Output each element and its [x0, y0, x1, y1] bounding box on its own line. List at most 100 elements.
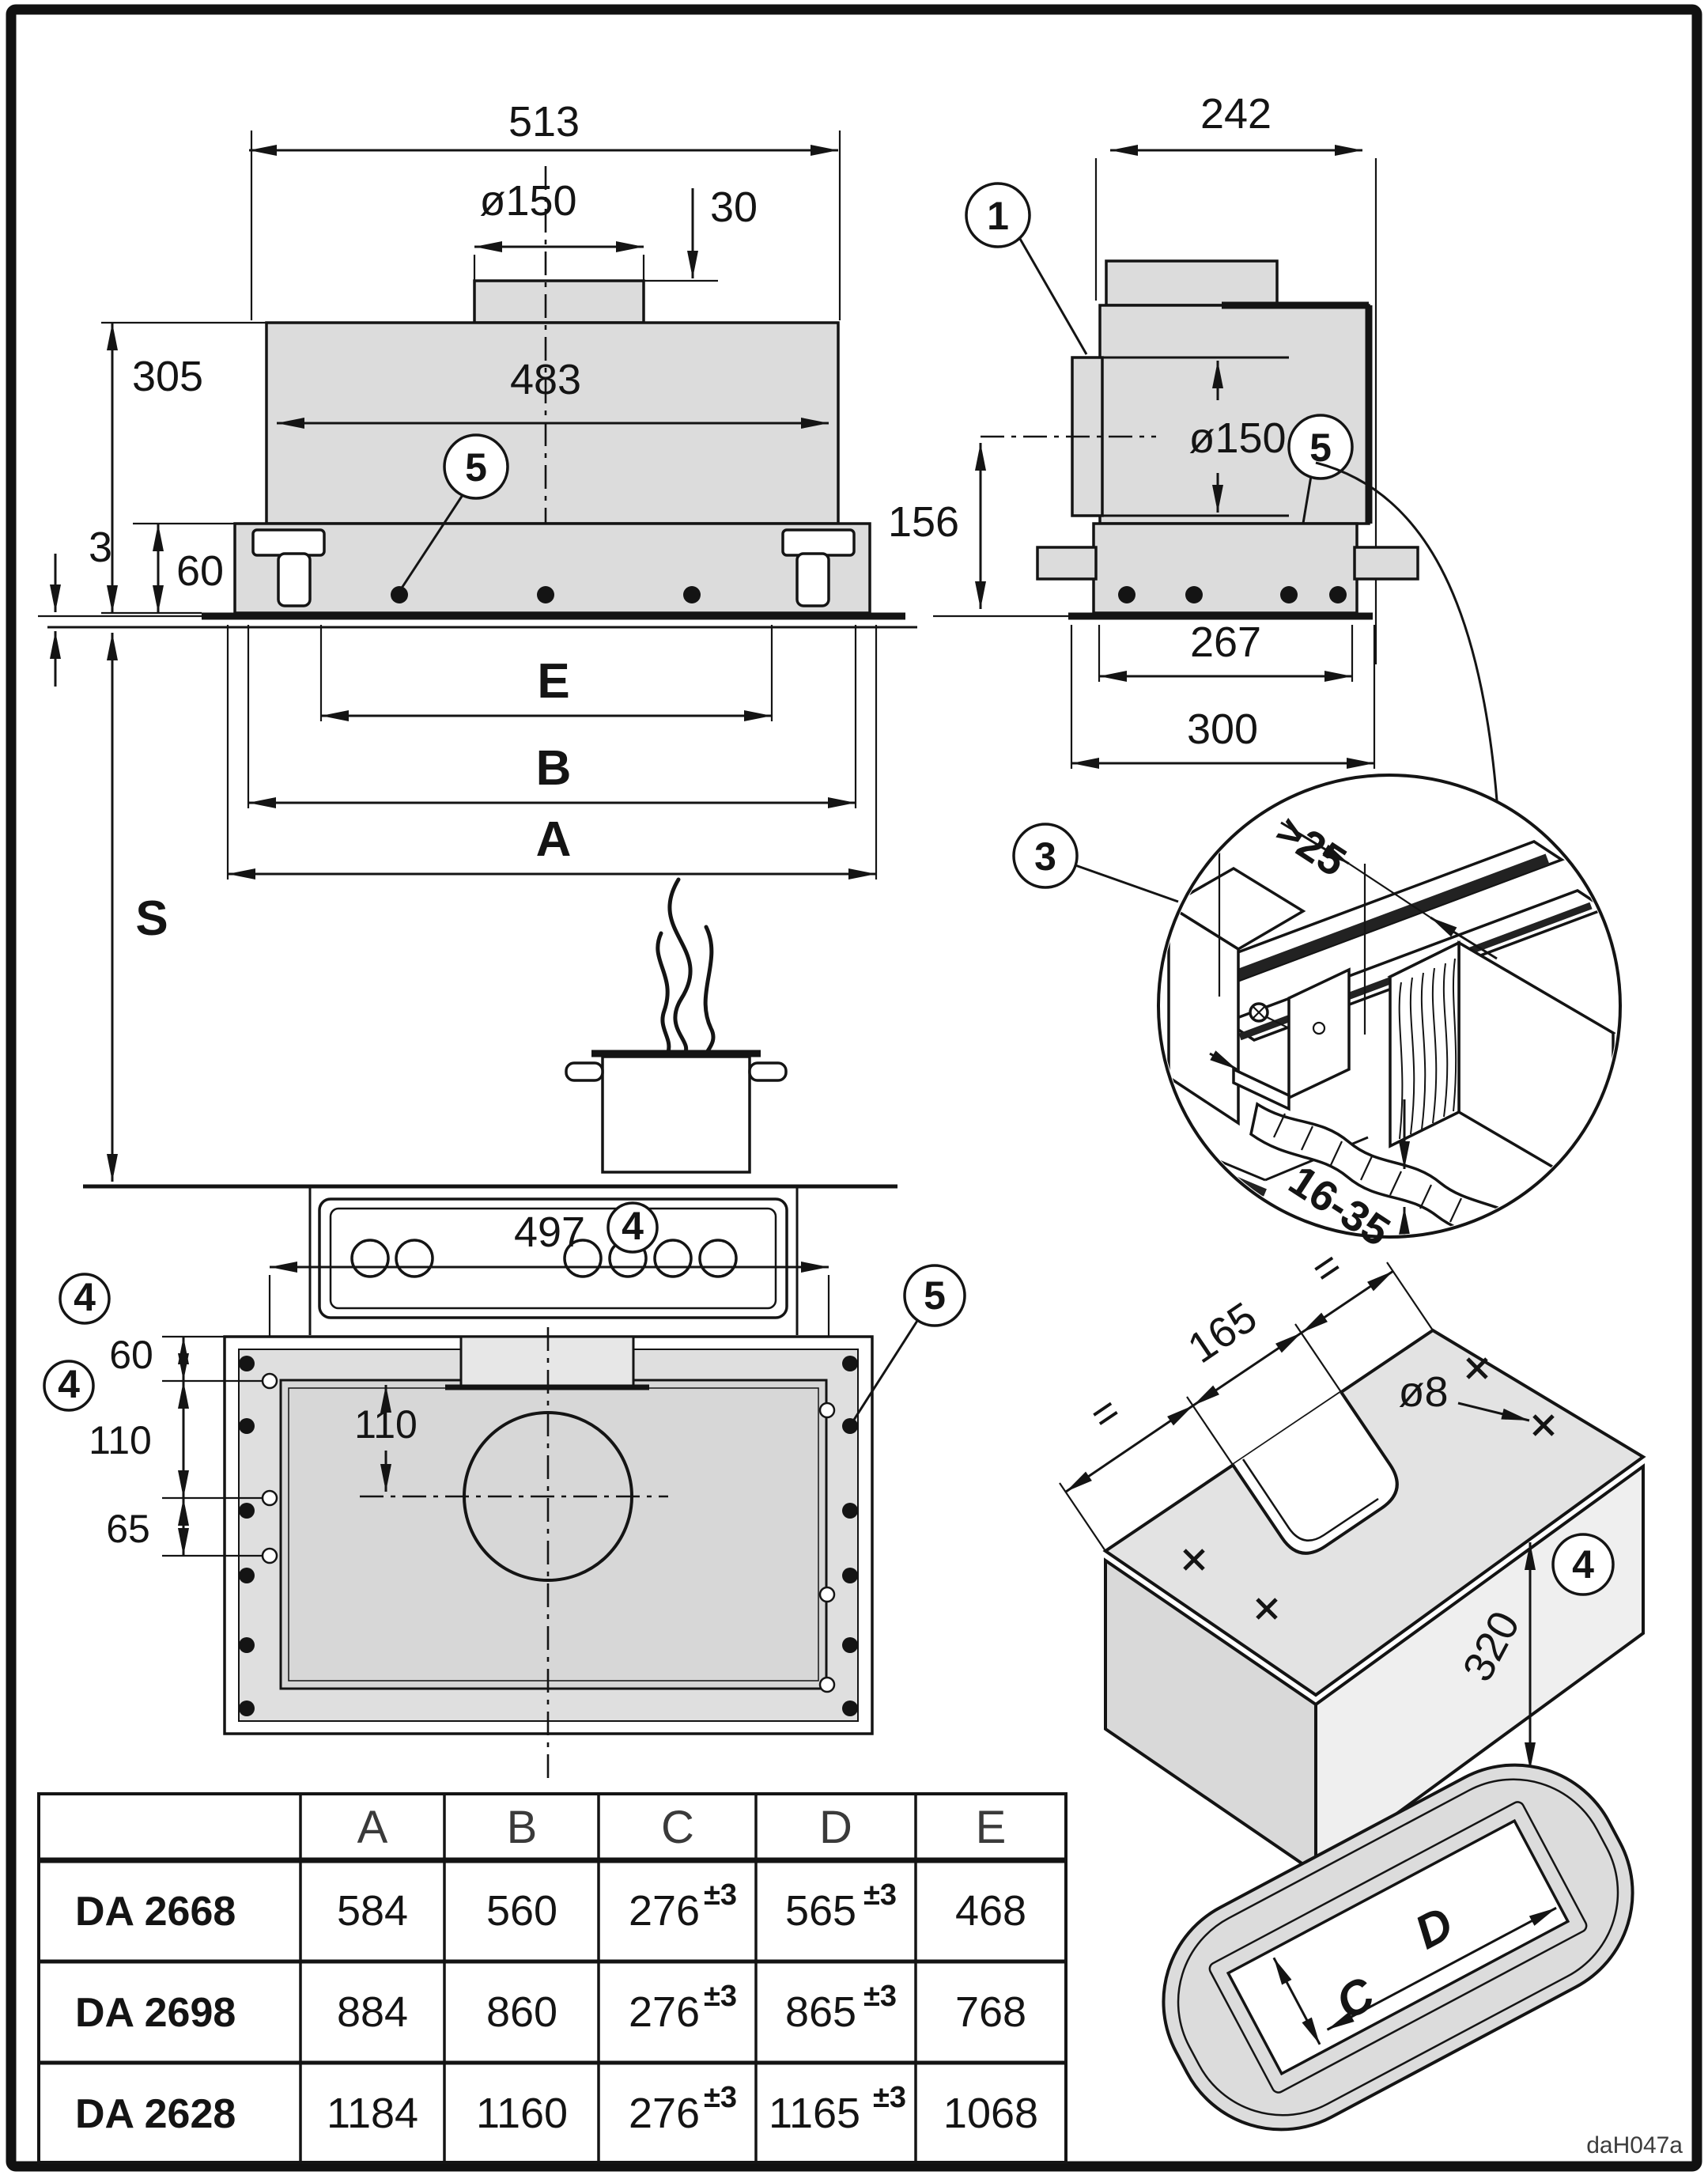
side-dim-242: 242	[1200, 90, 1272, 138]
plan-callout-4b-circle	[43, 1360, 95, 1412]
side-screw-dots	[1118, 586, 1347, 603]
front-dim-30: 30	[710, 183, 758, 231]
front-duct-collar	[473, 279, 645, 324]
cell-b: 860	[486, 1988, 557, 2036]
side-detail-leader-curve	[1315, 461, 1498, 801]
side-view: 242 1 ø150 5 156	[888, 90, 1498, 801]
wood-grain	[1398, 958, 1457, 1140]
col-header-B: B	[507, 1802, 538, 1853]
cell-a: 884	[337, 1988, 408, 2036]
detail-content	[1162, 816, 1618, 1235]
cell-d: 865	[785, 1988, 856, 2036]
plan-callout-5: 5	[924, 1273, 946, 1318]
plan-dim-65: 65	[106, 1507, 150, 1551]
detail-callout-3-circle	[1012, 823, 1079, 889]
front-dim-3: 3	[89, 524, 112, 571]
cell-c: 276	[629, 2090, 700, 2137]
detail-callout-3: 3	[1034, 834, 1056, 879]
front-extension-lines	[226, 625, 878, 880]
side-callout-5-circle	[1287, 414, 1354, 480]
cell-b: 560	[486, 1887, 557, 1935]
plan-screw-dots	[239, 1356, 858, 1716]
cell-a: 584	[337, 1887, 408, 1935]
detail-callout-3-leader	[1075, 864, 1179, 903]
strip-hatching	[1518, 1217, 1618, 1235]
side-bolt-right	[1353, 546, 1419, 581]
side-dim-267: 267	[1190, 619, 1261, 666]
side-duct-collar	[1105, 259, 1279, 307]
cabinet-callout-4: 4	[1572, 1542, 1594, 1587]
plan-callout-4c-circle	[606, 1201, 659, 1254]
pot	[565, 1050, 788, 1174]
plan-view: 497 4 110 60 110 65 4 4	[43, 1201, 966, 1780]
plan-dim-497: 497	[514, 1209, 585, 1256]
plan-callout-4a: 4	[74, 1275, 96, 1319]
cell-a: 1184	[327, 2090, 418, 2137]
plan-edge-holes	[261, 1372, 836, 1693]
model-name: DA 2698	[75, 1990, 236, 2036]
cell-d: 565	[785, 1887, 856, 1935]
cell-c: 276	[629, 1988, 700, 2036]
template-dimline-C	[1272, 1957, 1321, 2045]
cell-c-tol: ±3	[704, 1980, 737, 2013]
plan-dim-110: 110	[89, 1418, 152, 1462]
cell-d-tol: ±3	[873, 2081, 906, 2114]
cabinet-dim-165: 165	[1180, 1293, 1265, 1372]
side-dim-300: 300	[1187, 706, 1258, 753]
col-header-A: A	[357, 1802, 388, 1853]
front-dim-B: B	[536, 741, 572, 796]
cabinet-view: = 165 = ø8 320 4	[1059, 1241, 1646, 1876]
template-dimline-D	[1326, 1906, 1557, 2031]
front-dim-305: 305	[132, 353, 203, 400]
table-row-da2668: DA 2668 584 560 276 ±3 565 ±3 468	[75, 1878, 1026, 1935]
plan-callout-5-circle	[903, 1264, 966, 1327]
cabinet-dim-dia8: ø8	[1398, 1368, 1448, 1416]
front-dim-483: 483	[510, 356, 581, 403]
side-dim-dia150: ø150	[1188, 414, 1286, 462]
cabinet-dim-eq1: =	[1082, 1386, 1129, 1439]
band-hatching	[1273, 1113, 1462, 1223]
front-view: 513 ø150 30 483 305	[38, 98, 917, 1335]
front-latch-left	[251, 528, 326, 607]
front-dim-dia150: ø150	[479, 177, 576, 225]
plan-callout-4a-circle	[59, 1273, 111, 1325]
cell-c-tol: ±3	[704, 1878, 737, 1912]
cell-d-tol: ±3	[863, 1980, 897, 2013]
front-dim-60: 60	[176, 547, 224, 595]
plan-dim-110-center: 110	[354, 1402, 418, 1447]
flame-icon	[656, 877, 716, 1056]
plan-callout-4c: 4	[622, 1204, 644, 1248]
cabinet-callout-4-circle	[1551, 1533, 1615, 1596]
page-border	[6, 4, 1702, 2172]
plan-callout-5-leader	[852, 1320, 919, 1421]
side-bolt-left	[1036, 546, 1098, 581]
cabinet-hole-marks	[1183, 1357, 1555, 1620]
col-header-E: E	[976, 1802, 1007, 1853]
front-dim-E: E	[537, 654, 569, 709]
cabinet-dim-eq2: =	[1303, 1241, 1351, 1294]
table-header-row: A B C D E	[357, 1802, 1007, 1853]
spec-table: A B C D E DA 2668 584 560 276 ±3 565 ±3 …	[37, 1792, 1068, 2164]
front-dim-513: 513	[508, 98, 580, 146]
cell-e: 1068	[943, 2090, 1038, 2137]
table-row-da2698: DA 2698 884 860 276 ±3 865 ±3 768	[75, 1980, 1026, 2036]
model-name: DA 2628	[75, 2091, 236, 2137]
model-name: DA 2668	[75, 1889, 236, 1935]
cell-c: 276	[629, 1887, 700, 1935]
side-callout-5: 5	[1309, 426, 1332, 470]
cell-d-tol: ±3	[863, 1878, 897, 1912]
plan-inner-panel	[279, 1379, 828, 1690]
front-callout-5-leader	[398, 494, 464, 592]
front-callout-5: 5	[465, 445, 487, 490]
cell-e: 768	[955, 1988, 1026, 2036]
front-dim-A: A	[536, 812, 572, 867]
cell-e: 468	[955, 1887, 1026, 1935]
side-callout-1-leader	[1018, 238, 1088, 355]
clamp-detail: 3	[1012, 774, 1622, 1256]
front-callout-5-circle	[443, 433, 509, 500]
template-view: C D	[1162, 1763, 1634, 2132]
cell-d: 1165	[769, 2090, 860, 2137]
side-callout-1-circle	[965, 182, 1031, 248]
